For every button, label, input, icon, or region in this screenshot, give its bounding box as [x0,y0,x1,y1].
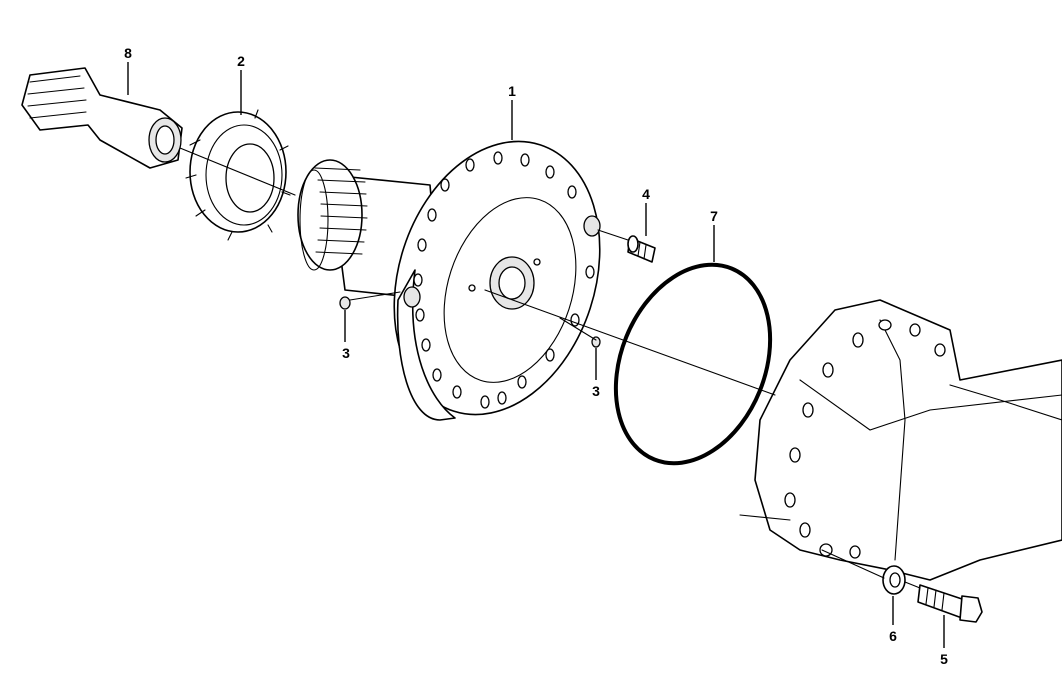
callout-3-left: 3 [342,345,350,361]
callout-6: 6 [889,628,897,644]
callout-4: 4 [642,186,650,202]
washer [882,565,906,595]
o-ring [613,262,773,466]
callout-1: 1 [508,83,516,99]
callout-labels: 8 2 1 3 3 4 7 6 5 [124,45,948,667]
leader-lines [127,62,945,648]
callout-7: 7 [710,208,718,224]
callout-5: 5 [940,651,948,667]
callout-8: 8 [124,45,132,61]
callout-2: 2 [237,53,245,69]
ring-nut [185,109,291,241]
pinion-shaft [21,67,183,169]
plug [627,235,656,263]
flange-bolt-holes [413,151,595,409]
screw-left [339,296,351,310]
housing-bolt-holes [784,319,946,559]
hub-carrier [297,140,601,421]
hub-spline [297,159,368,271]
callout-3-right: 3 [592,383,600,399]
assembly-lines [179,147,921,589]
bolt [917,584,983,623]
axle-housing [739,299,1062,581]
screw-right [591,336,601,348]
